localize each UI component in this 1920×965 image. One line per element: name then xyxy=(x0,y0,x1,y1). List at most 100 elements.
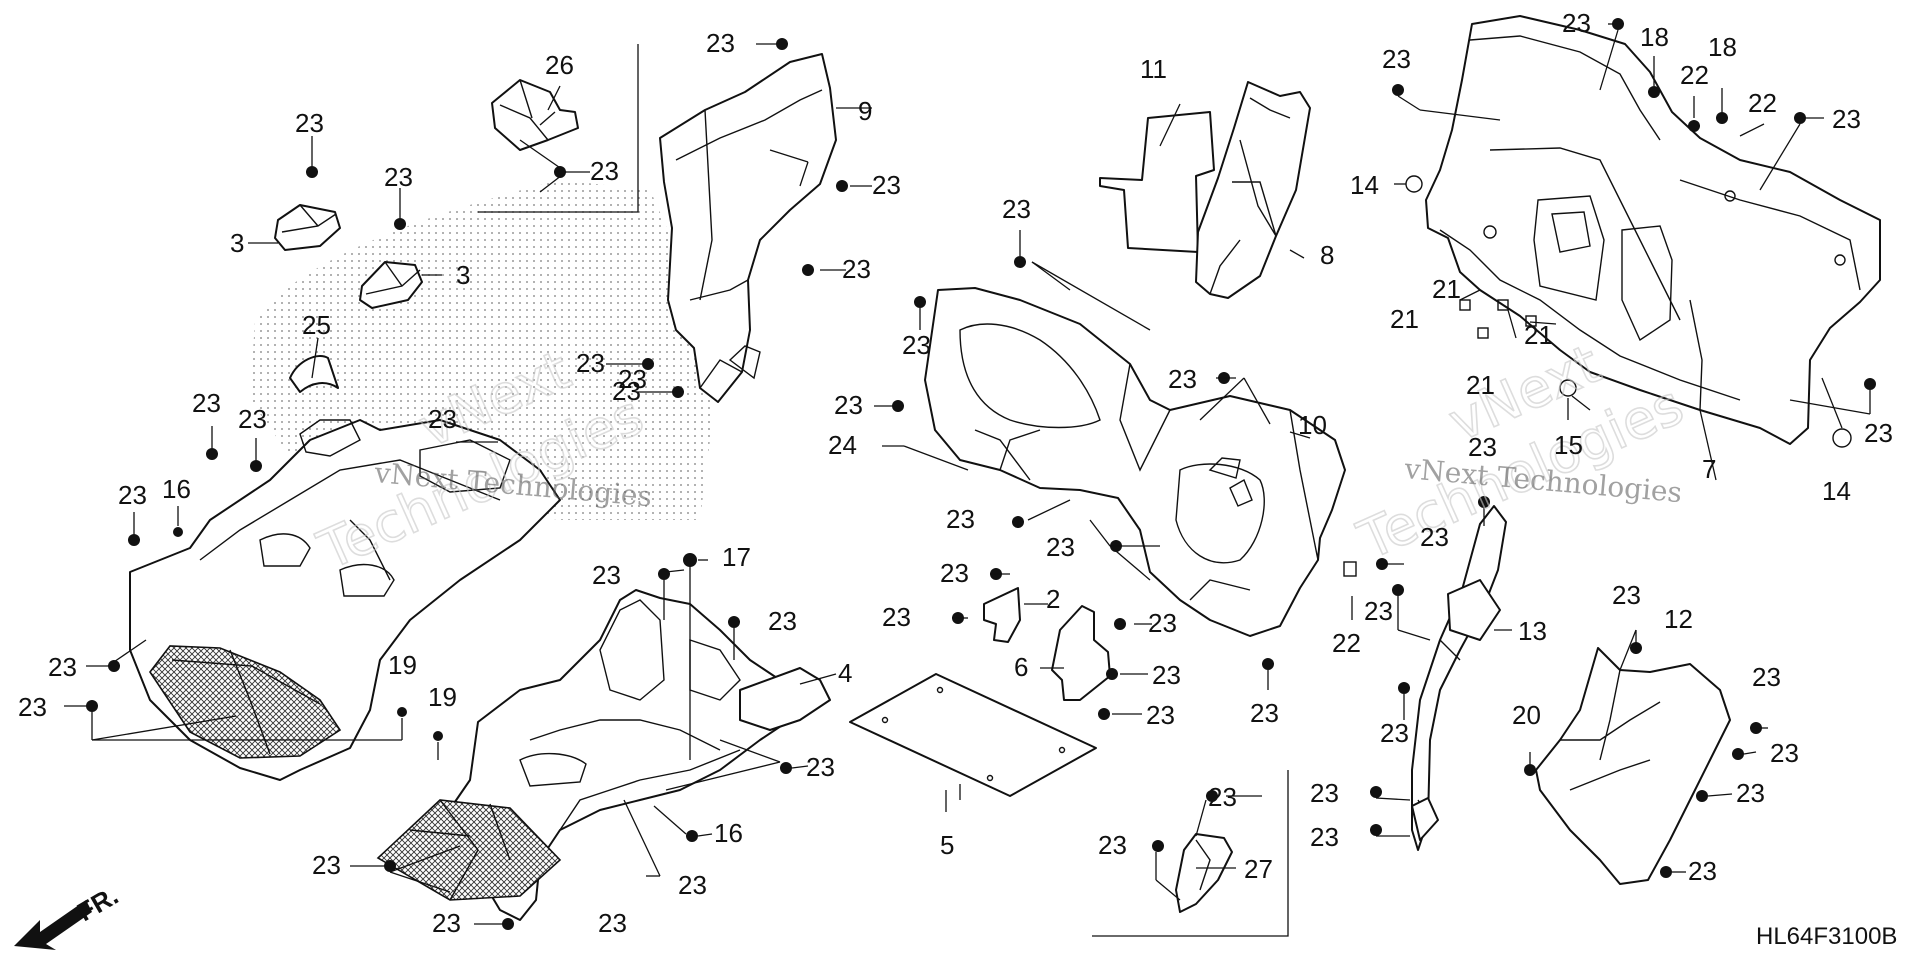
callout-23: 23 xyxy=(1612,580,1641,610)
bolt-icon xyxy=(1262,658,1274,670)
bolt-icon xyxy=(1376,558,1388,570)
callout-23: 23 xyxy=(295,108,324,138)
callout-23: 23 xyxy=(428,404,457,434)
callout-12: 12 xyxy=(1664,604,1693,634)
callout-6: 6 xyxy=(1014,652,1028,682)
bolt-icon xyxy=(173,527,183,537)
bolt-icon xyxy=(86,700,98,712)
bolt-icon xyxy=(1478,496,1490,508)
bolt-icon xyxy=(502,918,514,930)
bolt-icon xyxy=(1794,112,1806,124)
callout-23: 23 xyxy=(1380,718,1409,748)
bolt-icon xyxy=(1392,584,1404,596)
bolt-icon xyxy=(433,731,443,741)
bolt-icon xyxy=(1688,120,1700,132)
callout-3: 3 xyxy=(456,260,470,290)
callout-23: 23 xyxy=(598,908,627,938)
callout-23: 23 xyxy=(872,170,901,200)
part-4-right-guard xyxy=(739,667,831,731)
callout-23: 23 xyxy=(576,348,605,378)
bolt-icon xyxy=(1648,86,1660,98)
part-10-center-panel xyxy=(924,287,1346,637)
callout-23: 23 xyxy=(1002,194,1031,224)
bolt-icon xyxy=(780,762,792,774)
callout-10: 10 xyxy=(1298,410,1327,440)
bolt-icon xyxy=(1864,378,1876,390)
callout-21: 21 xyxy=(1524,320,1553,350)
callout-23: 23 xyxy=(1310,822,1339,852)
callout-23: 23 xyxy=(612,376,641,406)
part-11-sheet xyxy=(1099,111,1215,253)
bolt-icon xyxy=(1206,790,1218,802)
leader-lines xyxy=(64,23,1871,925)
callout-23: 23 xyxy=(48,652,77,682)
part-4-floor-tray xyxy=(447,589,821,921)
callout-23: 23 xyxy=(768,606,797,636)
callout-23: 23 xyxy=(882,602,911,632)
callout-23: 23 xyxy=(1832,104,1861,134)
callout-25: 25 xyxy=(302,310,331,340)
callout-23: 23 xyxy=(118,480,147,510)
callout-3: 3 xyxy=(230,228,244,258)
bolt-icon xyxy=(683,553,697,567)
callout-26: 26 xyxy=(545,50,574,80)
bolt-icon xyxy=(108,660,120,672)
bolt-icon xyxy=(394,218,406,230)
callout-23: 23 xyxy=(1250,698,1279,728)
callout-21: 21 xyxy=(1466,370,1495,400)
callout-2: 2 xyxy=(1046,584,1060,614)
callout-21: 21 xyxy=(1390,304,1419,334)
callout-14: 14 xyxy=(1822,476,1851,506)
bolt-icon xyxy=(642,358,654,370)
part-27-bracket xyxy=(1175,833,1233,913)
callout-23: 23 xyxy=(592,560,621,590)
callout-labels: 26 23 23 23 3 3 25 23 23 23 23 16 23 23 … xyxy=(18,8,1893,938)
bolt-icon xyxy=(1370,786,1382,798)
callout-19: 19 xyxy=(428,682,457,712)
callout-23: 23 xyxy=(1688,856,1717,886)
part-7-rear-panel xyxy=(1425,15,1881,445)
callout-22: 22 xyxy=(1680,60,1709,90)
callout-22: 22 xyxy=(1332,628,1361,658)
bolt-icon xyxy=(250,460,262,472)
frame-26 xyxy=(478,44,639,213)
fasteners xyxy=(86,18,1876,930)
front-direction-arrow: FR. xyxy=(14,880,123,950)
bolt-icon xyxy=(914,296,926,308)
part-4-front-grille xyxy=(376,799,562,901)
bolt-icon xyxy=(1750,722,1762,734)
callout-23: 23 xyxy=(834,390,863,420)
callout-23: 23 xyxy=(1770,738,1799,768)
bolt-icon xyxy=(1098,708,1110,720)
callout-23: 23 xyxy=(1382,44,1411,74)
callout-23: 23 xyxy=(706,28,735,58)
part-5-plate xyxy=(849,673,1097,797)
callout-23: 23 xyxy=(1468,432,1497,462)
callout-20: 20 xyxy=(1512,700,1541,730)
callout-9: 9 xyxy=(858,96,872,126)
bolt-icon xyxy=(776,38,788,50)
bolt-icon xyxy=(1660,866,1672,878)
bolt-icon xyxy=(1612,18,1624,30)
bolt-icon xyxy=(1732,748,1744,760)
bolt-icon xyxy=(128,534,140,546)
clip-icon xyxy=(1459,299,1471,311)
callout-23: 23 xyxy=(1148,608,1177,638)
bolt-icon xyxy=(1106,668,1118,680)
callout-23: 23 xyxy=(432,908,461,938)
callout-24: 24 xyxy=(828,430,857,460)
bolt-icon xyxy=(1398,682,1410,694)
part-6-bracket xyxy=(1051,605,1111,701)
bolt-icon xyxy=(672,386,684,398)
callout-23: 23 xyxy=(1146,700,1175,730)
clip-icon xyxy=(1525,315,1537,327)
callout-23: 23 xyxy=(1208,782,1237,812)
callout-16: 16 xyxy=(162,474,191,504)
bolt-icon xyxy=(1524,764,1536,776)
grommet-icon xyxy=(1405,175,1423,193)
bolt-icon xyxy=(836,180,848,192)
bolt-icon xyxy=(1716,112,1728,124)
callout-11: 11 xyxy=(1140,54,1167,84)
callout-23: 23 xyxy=(18,692,47,722)
